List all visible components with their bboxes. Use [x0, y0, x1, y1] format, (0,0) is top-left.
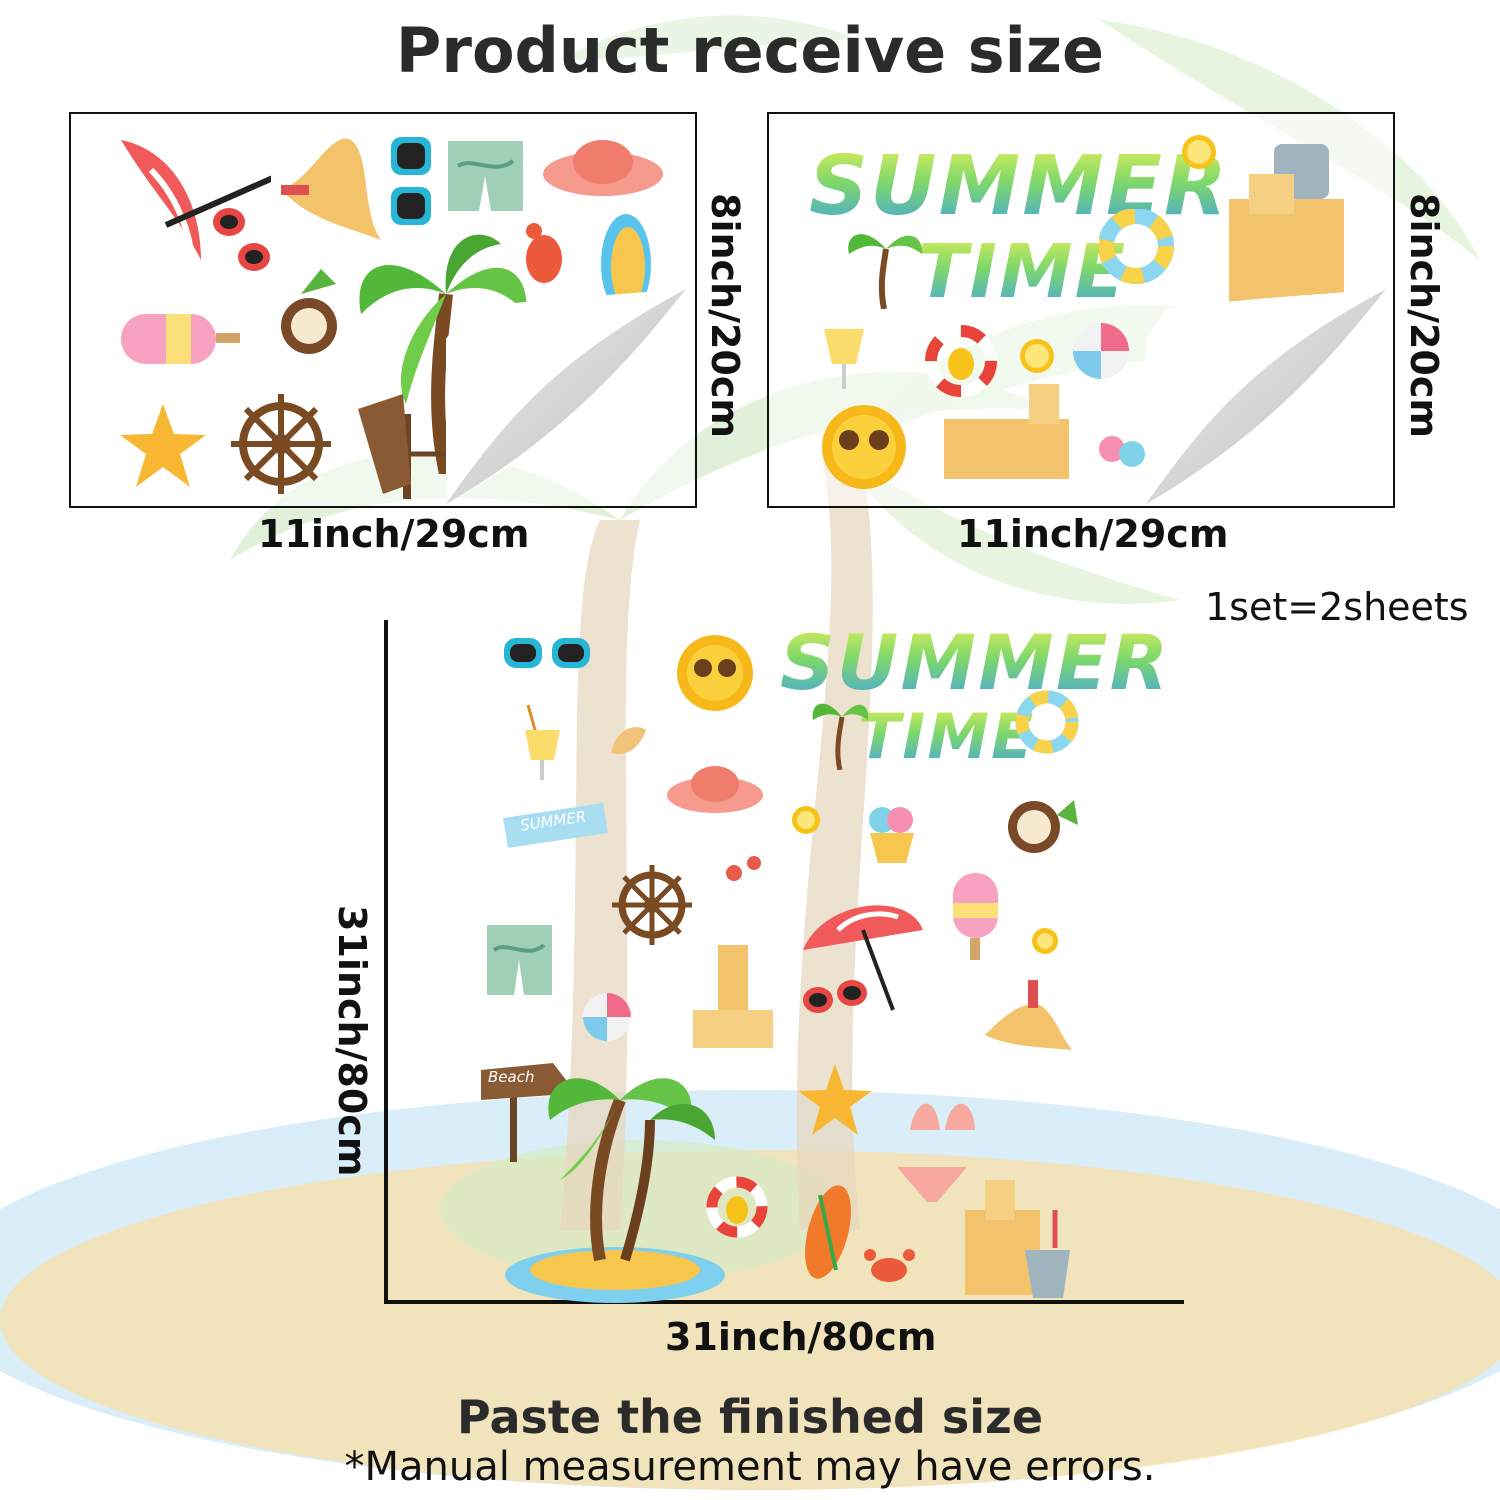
swim-ring-icon: [1099, 209, 1174, 284]
lighthouse-castle-icon: [944, 384, 1069, 479]
lemon-slice-icon: [1182, 135, 1216, 169]
summer-ribbon-icon: [503, 803, 608, 848]
sun-sunglasses-icon: [822, 405, 906, 489]
crab-icon: [526, 223, 562, 283]
ship-wheel-icon: [231, 394, 331, 494]
finished-width-axis: [384, 1300, 1184, 1304]
palm-island-icon: [848, 234, 923, 309]
finished-width-label: 31inch/80cm: [665, 1315, 937, 1359]
lighthouse-sandcastle-icon: [693, 945, 773, 1048]
time-word-sticker: TIME: [917, 229, 1128, 315]
bikini-bottom-icon: [897, 1167, 967, 1202]
hibiscus-flowers-icon: [726, 856, 761, 881]
finished-summer-word: SUMMER: [780, 618, 1171, 707]
page-title: Product receive size: [395, 14, 1105, 87]
sunglasses-blue-icon: [504, 638, 590, 668]
sand-pile-icon: [281, 138, 381, 240]
sun-hat-icon: [667, 766, 763, 813]
palm-tree-icon: [359, 234, 527, 474]
surfboard-icon: [805, 1185, 851, 1279]
seashell-icon: [611, 727, 646, 754]
ice-cream-cup-icon: [869, 807, 914, 863]
sheet1-width-label: 11inch/29cm: [258, 512, 530, 556]
peel-corner-icon: [446, 289, 686, 504]
lifebuoy-pineapple-icon: [706, 1176, 768, 1238]
sticker-sheet-2: SUMMER TIME: [767, 112, 1395, 508]
crab-icon: [864, 1249, 915, 1282]
cocktail-glass-icon: [525, 704, 560, 780]
sheet2-width-label: 11inch/29cm: [957, 512, 1229, 556]
surfboard-icon: [601, 214, 651, 314]
sheet1-height-label: 8inch/20cm: [703, 193, 747, 438]
set-count-note: 1set=2sheets: [1205, 585, 1469, 629]
palm-island-icon: [505, 1078, 725, 1303]
lifebuoy-pineapple-icon: [925, 325, 997, 397]
sunglasses-red-icon: [803, 980, 867, 1013]
sun-hat-icon: [543, 140, 663, 196]
beach-ball-icon: [1073, 323, 1129, 379]
sunglasses-red-icon: [213, 208, 270, 271]
peel-corner-icon: [1146, 289, 1386, 504]
swim-shorts-icon: [448, 141, 523, 211]
finished-time-word: TIME: [858, 700, 1036, 773]
ship-wheel-icon: [612, 865, 692, 945]
popsicle-icon: [953, 873, 998, 960]
beach-ball-icon: [583, 993, 631, 1041]
bikini-top-icon: [910, 1103, 975, 1130]
cocktail-glass-icon: [824, 329, 864, 389]
palm-island-icon: [812, 703, 869, 770]
coconut-drink-icon: [1008, 800, 1078, 853]
sun-sunglasses-icon: [677, 635, 753, 711]
lemon-slice-icon: [792, 806, 820, 834]
sticker-sheet-1: [69, 112, 697, 508]
popsicle-icon: [121, 314, 240, 364]
swim-ring-icon: [1015, 690, 1079, 754]
starfish-icon: [120, 404, 206, 487]
beach-sign-icon: [481, 1063, 566, 1162]
beach-sign-text: Beach: [488, 1068, 535, 1086]
coconut-drink-icon: [281, 269, 337, 354]
measurement-disclaimer: *Manual measurement may have errors.: [344, 1444, 1156, 1490]
sand-pile-icon: [985, 980, 1072, 1050]
sheet2-height-label: 8inch/20cm: [1402, 193, 1446, 438]
lemon-slice-icon: [1020, 339, 1054, 373]
swim-shorts-icon: [487, 925, 552, 995]
finished-height-label: 31inch/80cm: [330, 905, 374, 1177]
finished-height-axis: [384, 620, 388, 1304]
starfish-icon: [798, 1064, 872, 1135]
ice-cream-icon: [1099, 436, 1145, 467]
beach-umbrella-icon: [803, 905, 923, 1011]
beach-umbrella-icon: [121, 140, 271, 260]
lemon-slice-icon: [1032, 928, 1058, 954]
sunglasses-blue-icon: [391, 137, 431, 225]
sandcastle-bucket-icon: [965, 1180, 1070, 1298]
finished-size-title: Paste the finished size: [456, 1390, 1044, 1444]
